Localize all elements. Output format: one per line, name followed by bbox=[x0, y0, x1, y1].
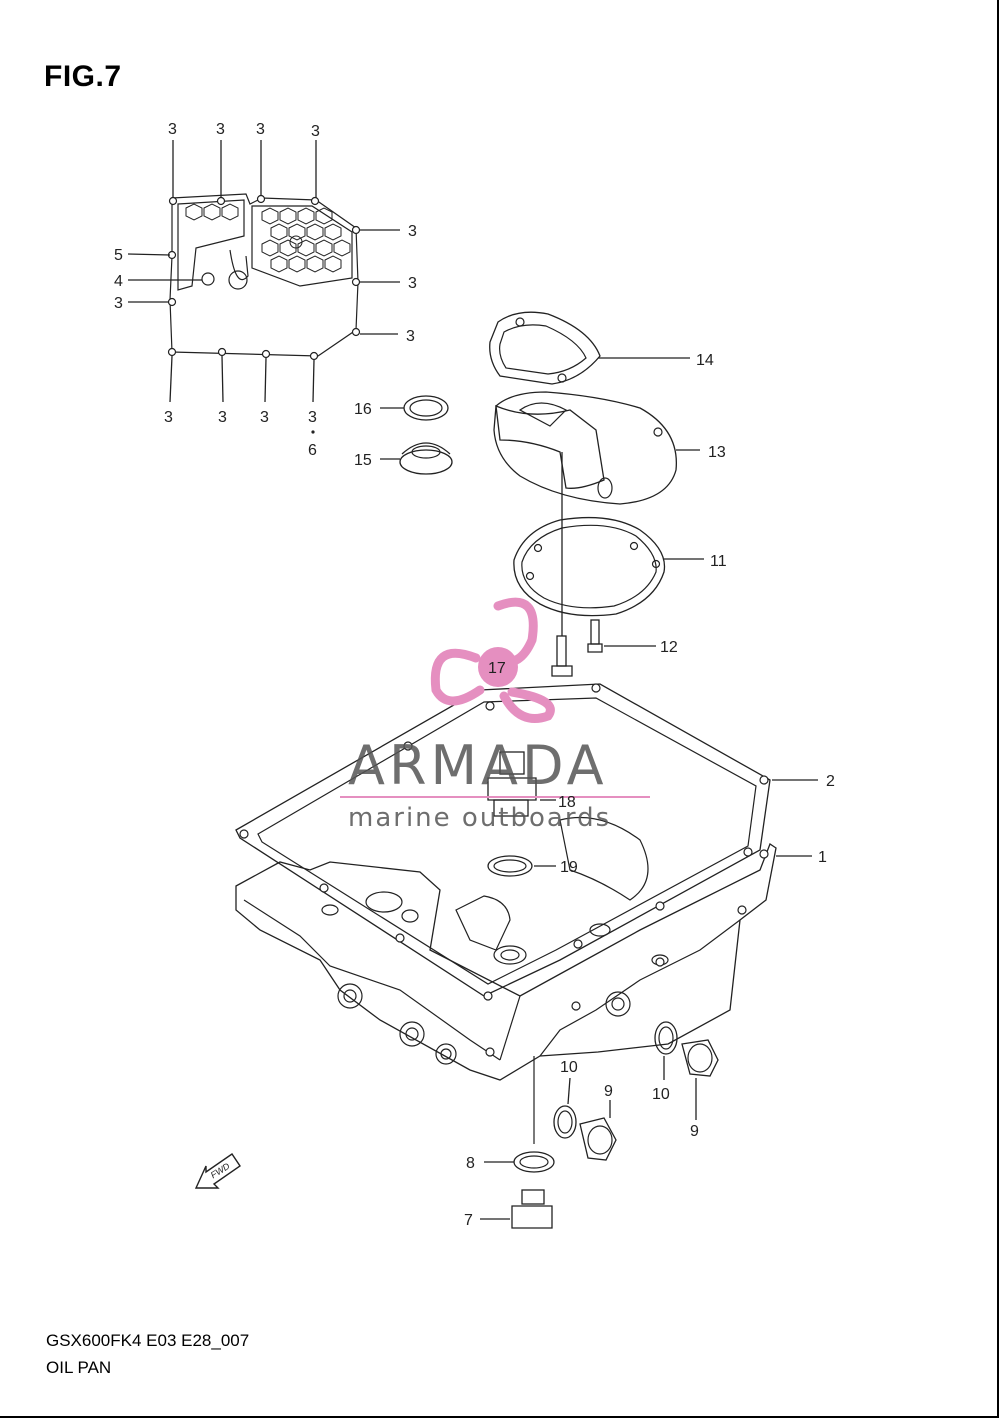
watermark-tagline: marine outboards bbox=[348, 803, 611, 833]
armada-watermark-logo bbox=[340, 597, 650, 798]
o-ring-19 bbox=[487, 855, 556, 877]
callout-8: 8 bbox=[466, 1155, 475, 1172]
plug-9-right bbox=[681, 1039, 719, 1120]
callout-5: 5 bbox=[114, 247, 123, 264]
callout-12: 12 bbox=[660, 639, 678, 656]
callout-3: 3 bbox=[168, 121, 177, 138]
gasket-10-right bbox=[654, 1021, 678, 1080]
callout-2: 2 bbox=[826, 773, 835, 790]
gasket-8 bbox=[484, 1151, 555, 1173]
callout-10: 10 bbox=[652, 1086, 670, 1103]
gasket-10-left bbox=[553, 1077, 577, 1139]
callout-1: 1 bbox=[818, 849, 827, 866]
callout-9: 9 bbox=[604, 1083, 613, 1100]
figure-title: FIG.7 bbox=[44, 60, 122, 93]
oil-pan-gasket-2 bbox=[235, 683, 818, 1001]
callout-17: 17 bbox=[488, 660, 506, 677]
callout-15: 15 bbox=[354, 452, 372, 469]
callout-3: 3 bbox=[260, 409, 269, 426]
callout-14: 14 bbox=[696, 352, 714, 369]
callout-10: 10 bbox=[560, 1059, 578, 1076]
callout-3: 3 bbox=[216, 121, 225, 138]
callout-3: 3 bbox=[408, 223, 417, 240]
callout-18: 18 bbox=[558, 794, 576, 811]
oil-pan-1 bbox=[235, 816, 812, 1144]
callout-11: 11 bbox=[710, 553, 727, 570]
callout-3: 3 bbox=[164, 409, 173, 426]
callout-labels: 3 3 3 3 3 3 3 5 4 3 3 3 3 3 6 16 15 14 1… bbox=[114, 121, 835, 1229]
callout-9: 9 bbox=[690, 1123, 699, 1140]
callout-3: 3 bbox=[114, 295, 123, 312]
oil-pressure-switch-18 bbox=[487, 751, 556, 817]
callout-19: 19 bbox=[560, 859, 578, 876]
gasket-leader-lines bbox=[127, 140, 400, 403]
callout-3: 3 bbox=[406, 328, 415, 345]
cover-gasket-14 bbox=[489, 311, 690, 385]
gasket-bolt-holes bbox=[167, 194, 361, 361]
forward-arrow-icon: FWD bbox=[194, 1153, 241, 1189]
bolt-17 bbox=[551, 635, 573, 677]
figure-caption: OIL PAN bbox=[46, 1358, 112, 1377]
callout-3: 3 bbox=[408, 275, 417, 292]
callout-3: 3 bbox=[218, 409, 227, 426]
strainer-mesh bbox=[185, 203, 351, 273]
plug-9-left bbox=[579, 1100, 617, 1161]
o-ring-16 bbox=[380, 395, 449, 421]
callout-3: 3 bbox=[311, 123, 320, 140]
oil-cooler-cover-13 bbox=[493, 391, 700, 505]
cover-gasket-11 bbox=[513, 452, 704, 636]
callout-7: 7 bbox=[464, 1212, 473, 1229]
oil-seal-15 bbox=[380, 442, 453, 475]
callout-6: 6 bbox=[308, 442, 317, 459]
model-code: GSX600FK4 E03 E28_007 bbox=[46, 1331, 250, 1350]
callout-3: 3 bbox=[308, 409, 317, 426]
callout-16: 16 bbox=[354, 401, 372, 418]
callout-4: 4 bbox=[114, 273, 123, 290]
callout-3: 3 bbox=[256, 121, 265, 138]
callout-13: 13 bbox=[708, 444, 726, 461]
bolt-12 bbox=[587, 619, 656, 653]
watermark-brand: ARMADA bbox=[348, 734, 608, 797]
drain-plug-7 bbox=[480, 1189, 553, 1229]
